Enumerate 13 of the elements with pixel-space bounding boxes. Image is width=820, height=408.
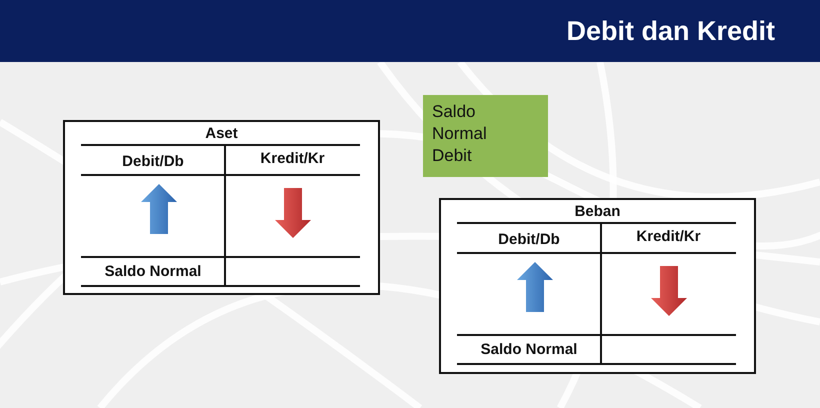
account-title: Beban bbox=[574, 203, 620, 221]
column-header: Kredit/Kr bbox=[260, 150, 325, 168]
slide-title: Debit dan Kredit bbox=[566, 15, 775, 47]
row-label: Saldo Normal bbox=[104, 263, 202, 281]
column-header: Debit/Db bbox=[122, 153, 184, 171]
t-account-table bbox=[63, 120, 380, 295]
note-text: Saldo Normal Debit bbox=[432, 101, 488, 167]
note-box bbox=[423, 95, 548, 177]
column-header: Kredit/Kr bbox=[636, 228, 701, 246]
column-header: Debit/Db bbox=[498, 231, 560, 249]
t-account-table bbox=[439, 198, 756, 374]
account-title: Aset bbox=[205, 125, 238, 143]
row-label: Saldo Normal bbox=[480, 341, 578, 359]
